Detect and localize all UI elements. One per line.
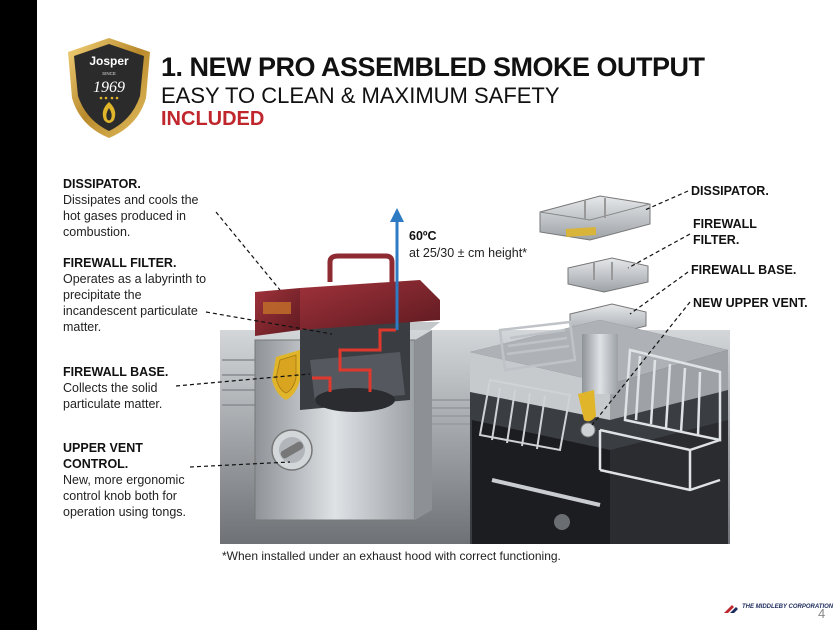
included-tag: INCLUDED [161,108,265,130]
page-title: 1. NEW PRO ASSEMBLED SMOKE OUTPUT [161,52,705,82]
temperature-label: 60ºC at 25/30 ± cm height* [409,228,527,262]
callout-upper-vent-control: UPPER VENT CONTROL. New, more ergonomic … [63,440,198,520]
logo-since: SINCE [102,71,116,76]
callout-firewall-filter: FIREWALL FILTER. Operates as a labyrinth… [63,255,213,335]
label-dissipator: DISSIPATOR. [691,184,769,198]
callout-dissipator-body: Dissipates and cools the hot gases produ… [63,193,199,239]
callout-firewall-filter-title: FIREWALL FILTER. [63,256,177,270]
logo-brand: Josper [89,54,129,68]
label-firewall-base: FIREWALL BASE. [691,263,797,277]
logo-year: 1969 [93,79,125,96]
left-black-bar [0,0,37,630]
callout-upper-vent-control-title: UPPER VENT CONTROL. [63,441,143,471]
josper-logo: Josper SINCE 1969 [68,38,150,138]
callout-firewall-base-body: Collects the solid particulate matter. [63,381,163,411]
label-firewall-filter: FIREWALL FILTER. [693,217,757,247]
callout-upper-vent-control-body: New, more ergonomic control knob both fo… [63,473,187,519]
page-subtitle: EASY TO CLEAN & MAXIMUM SAFETY [161,83,560,108]
footnote: *When installed under an exhaust hood wi… [222,549,561,563]
page-number: 4 [818,606,826,621]
label-new-upper-vent: NEW UPPER VENT. [693,296,808,310]
callout-dissipator-title: DISSIPATOR. [63,177,141,191]
temperature-value: 60ºC [409,229,437,243]
callout-firewall-base-title: FIREWALL BASE. [63,365,169,379]
callout-firewall-filter-body: Operates as a labyrinth to precipitate t… [63,272,207,334]
callout-dissipator: DISSIPATOR. Dissipates and cools the hot… [63,176,213,240]
middleby-logo-icon [724,605,738,613]
temperature-note: at 25/30 ± cm height* [409,246,528,260]
callout-firewall-base: FIREWALL BASE. Collects the solid partic… [63,364,183,412]
corporation-name: THE MIDDLEBY CORPORATION [742,604,834,610]
